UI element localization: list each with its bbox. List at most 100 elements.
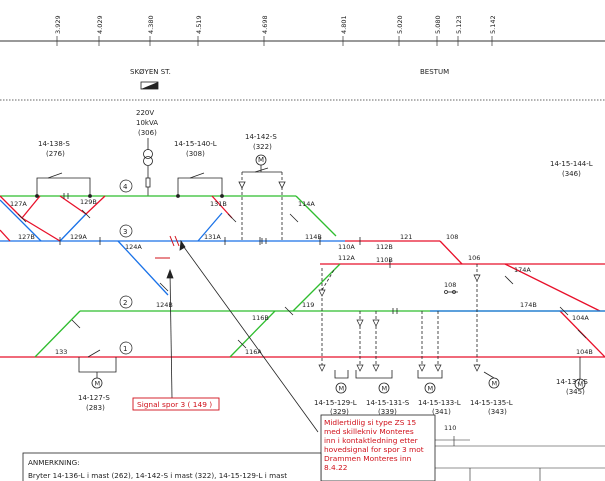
motor-133: M xyxy=(428,385,434,393)
km-mark-3: 4.519 xyxy=(195,15,203,34)
switch-140-id: (308) xyxy=(186,150,205,158)
switch-127-frame xyxy=(78,290,581,379)
switch-138-name: 14-138-S xyxy=(38,140,70,148)
label-116B: 116B xyxy=(252,314,269,322)
track-4 xyxy=(0,195,337,237)
switch-135-name: 14-15-135-L xyxy=(470,399,513,407)
switch-dashed-bars xyxy=(321,264,478,370)
switch-144-name: 14-15-144-L xyxy=(550,160,593,168)
label-129B: 129B xyxy=(80,198,97,206)
track-num-2: 2 xyxy=(123,299,127,307)
motor-137: M xyxy=(578,381,584,389)
km-mark-8: 5.123 xyxy=(455,15,463,34)
station-skoyen: SKØYEN ST. xyxy=(130,68,171,76)
switch-135-id: (343) xyxy=(488,408,507,416)
remarks-box xyxy=(22,452,322,481)
switch-129-name: 14-15-129-L xyxy=(314,399,357,407)
transformer-power: 10kVA xyxy=(136,119,158,127)
callout-leaders xyxy=(166,239,319,433)
switch-144-id: (346) xyxy=(562,170,581,178)
switch-140-frame xyxy=(176,172,224,198)
label-127A: 127A xyxy=(10,200,27,208)
callout-note-line-2: inn i kontaktledning etter xyxy=(324,436,419,445)
remarks-line-1: Bryter 14-136-L i mast (262), 14-142-S i… xyxy=(28,471,287,480)
km-mark-5: 4.801 xyxy=(340,15,348,34)
station-symbol-icon xyxy=(140,81,159,90)
callout-note-line-1: med skillekniv Monteres xyxy=(324,427,414,436)
motor-142: M xyxy=(258,156,264,164)
track-number-markers: 4 3 2 1 xyxy=(119,179,133,355)
label-174B: 174B xyxy=(520,301,537,309)
switch-133-name: 14-15-133-L xyxy=(418,399,461,407)
callout-note-line-3: hovedsignal for spor 3 mot xyxy=(324,445,424,454)
label-110B: 110B xyxy=(376,256,393,264)
switch-140-name: 14-15-140-L xyxy=(174,140,217,148)
label-131B: 131B xyxy=(210,200,227,208)
label-124A: 124A xyxy=(125,243,142,251)
label-133: 133 xyxy=(55,348,67,356)
section-insulators xyxy=(17,193,587,349)
switch-137-name: 14-137-S xyxy=(556,378,588,386)
km-mark-6: 5.020 xyxy=(396,15,404,34)
label-116A: 116A xyxy=(245,348,262,356)
label-121: 121 xyxy=(400,233,412,241)
transformer-icon xyxy=(143,138,153,196)
switch-129-id: (329) xyxy=(330,408,349,416)
motor-131: M xyxy=(382,385,388,393)
switch-133-id: (341) xyxy=(432,408,451,416)
track-1 xyxy=(0,195,605,358)
switch-131-id: (339) xyxy=(378,408,397,416)
label-106: 106 xyxy=(468,254,480,262)
callout-note-line-4: Drammen Monteres inn xyxy=(324,454,412,463)
label-127B: 127B xyxy=(18,233,35,241)
transformer-id: (306) xyxy=(138,129,157,137)
switch-142-id: (322) xyxy=(253,143,272,151)
remarks-heading: ANMERKNING: xyxy=(28,458,80,467)
label-112A: 112A xyxy=(338,254,355,262)
signal-149-marker xyxy=(155,235,180,259)
km-mark-9: 5.142 xyxy=(489,15,497,34)
label-129A: 129A xyxy=(70,233,87,241)
switch-127-id: (283) xyxy=(86,404,105,412)
switch-138-id: (276) xyxy=(46,150,65,158)
track-num-3: 3 xyxy=(123,228,127,236)
station-bestum: BESTUM xyxy=(420,68,449,76)
motor-127: M xyxy=(95,380,101,388)
km-mark-2: 4.380 xyxy=(147,15,155,34)
switch-142-name: 14-142-S xyxy=(245,133,277,141)
motor-129: M xyxy=(339,385,345,393)
switch-142-frame xyxy=(238,154,286,241)
callout-note-box xyxy=(320,414,436,481)
track-num-1: 1 xyxy=(123,345,127,353)
label-108b: 108 xyxy=(444,281,456,289)
callout-note-line-0: Midlertidlig si type ZS 15 xyxy=(324,418,416,427)
km-mark-1: 4.029 xyxy=(96,15,104,34)
label-112B: 112B xyxy=(376,243,393,251)
label-131A: 131A xyxy=(204,233,221,241)
label-104B: 104B xyxy=(576,348,593,356)
callout-signal-text: Signal spor 3 ( 149 ) xyxy=(137,400,212,409)
transformer-voltage: 220V xyxy=(136,109,154,117)
label-119: 119 xyxy=(302,301,314,309)
km-mark-4: 4.698 xyxy=(261,15,269,34)
km-mark-7: 5.080 xyxy=(434,15,442,34)
km-header: 3.929 4.029 4.380 4.519 4.698 4.801 5.02… xyxy=(0,15,605,101)
switch-131-name: 14-15-131-S xyxy=(366,399,410,407)
label-108: 108 xyxy=(446,233,458,241)
callout-note-line-5: 8.4.22 xyxy=(324,463,348,472)
label-114A: 114A xyxy=(298,200,315,208)
switch-138-frame xyxy=(35,172,92,198)
km-mark-0: 3.929 xyxy=(54,15,62,34)
callout-signal-box xyxy=(132,397,220,411)
track-3 xyxy=(0,199,345,296)
label-110A: 110A xyxy=(338,243,355,251)
switch-137-id: (345) xyxy=(566,388,585,396)
label-110: 110 xyxy=(444,424,456,432)
motor-icons xyxy=(91,377,586,394)
motor-135: M xyxy=(492,380,498,388)
track-num-4: 4 xyxy=(123,183,128,191)
label-104A: 104A xyxy=(572,314,589,322)
label-114B: 114B xyxy=(305,233,322,241)
label-174A: 174A xyxy=(514,266,531,274)
